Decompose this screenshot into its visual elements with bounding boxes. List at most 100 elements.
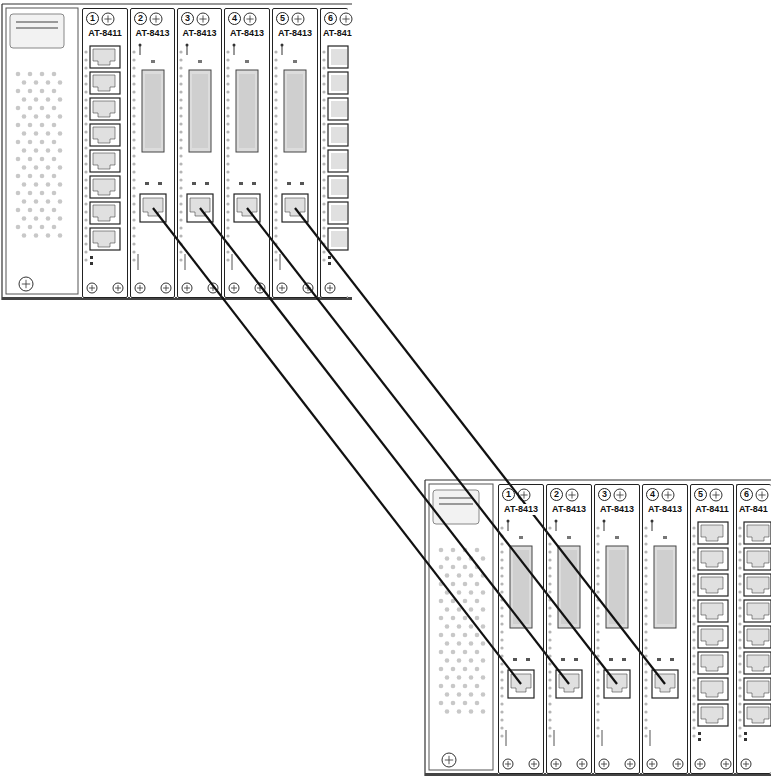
rail-dot bbox=[84, 210, 87, 213]
rail-dot bbox=[692, 550, 695, 553]
rail-dot bbox=[226, 90, 229, 93]
rail-dot bbox=[132, 210, 135, 213]
rail-dot bbox=[644, 662, 647, 665]
vent-hole bbox=[451, 650, 456, 655]
vent-hole bbox=[475, 701, 480, 706]
rail-dot bbox=[84, 186, 87, 189]
screw-slot bbox=[330, 285, 331, 291]
rail-dot bbox=[132, 178, 135, 181]
rail-dot bbox=[274, 146, 277, 149]
vent-hole bbox=[445, 658, 450, 663]
rail-dot bbox=[692, 694, 695, 697]
pwr-led bbox=[651, 520, 654, 523]
rail-dot bbox=[738, 542, 741, 545]
vent-hole bbox=[22, 148, 27, 153]
screw bbox=[662, 489, 674, 501]
module-card: 5AT-8413 bbox=[272, 8, 318, 298]
vent-hole bbox=[469, 590, 474, 595]
rail-dot bbox=[548, 574, 551, 577]
rail-dot bbox=[500, 678, 503, 681]
rail-dot bbox=[132, 138, 135, 141]
rail-dot bbox=[548, 526, 551, 529]
rail-dot bbox=[500, 646, 503, 649]
vent-hole bbox=[439, 701, 444, 706]
module-model: AT-841 bbox=[738, 504, 769, 515]
rail-dot bbox=[132, 90, 135, 93]
legend-led bbox=[698, 732, 701, 735]
module-model: AT-8411 bbox=[694, 504, 729, 515]
screw-slot bbox=[108, 15, 109, 22]
rail-dot bbox=[692, 646, 695, 649]
screw bbox=[102, 13, 114, 25]
vent-hole bbox=[481, 607, 486, 612]
rail-dot bbox=[132, 122, 135, 125]
module-card: 4AT-8413 bbox=[642, 484, 688, 774]
rail-dot bbox=[226, 82, 229, 85]
vent-hole bbox=[439, 667, 444, 672]
rail-dot bbox=[322, 138, 325, 141]
vent-hole bbox=[40, 106, 45, 111]
rail-dot bbox=[274, 122, 277, 125]
rail-dot bbox=[500, 694, 503, 697]
rj45-port bbox=[698, 626, 728, 648]
screw-slot bbox=[534, 761, 535, 767]
rail-dot bbox=[596, 678, 599, 681]
rail-dot bbox=[738, 654, 741, 657]
rail-dot bbox=[644, 734, 647, 737]
rail-dot bbox=[596, 734, 599, 737]
rj45-socket bbox=[285, 198, 305, 216]
vent-hole bbox=[34, 131, 39, 136]
vent-hole bbox=[481, 658, 486, 663]
rail-dot bbox=[596, 558, 599, 561]
rail-dot bbox=[738, 662, 741, 665]
rail-dot bbox=[84, 242, 87, 245]
slot-number: 5 bbox=[694, 488, 707, 501]
module-model: AT-8413 bbox=[277, 28, 313, 39]
rj45-socket bbox=[331, 101, 347, 117]
rail-dot bbox=[179, 226, 182, 229]
rail-dot bbox=[500, 702, 503, 705]
screw-slot bbox=[716, 491, 717, 498]
rj45-socket bbox=[331, 49, 347, 65]
rail-dot bbox=[644, 614, 647, 617]
sfp-cage bbox=[606, 546, 628, 628]
rail-dot bbox=[179, 138, 182, 141]
screw-slot bbox=[762, 491, 763, 498]
rail-dot bbox=[500, 542, 503, 545]
screw-slot bbox=[250, 15, 251, 22]
faceplate-ground bbox=[642, 484, 688, 774]
rail-dot bbox=[548, 686, 551, 689]
chassis-edge bbox=[424, 480, 425, 776]
vent-hole bbox=[58, 165, 63, 170]
status-led bbox=[145, 182, 149, 185]
rail-dot bbox=[548, 638, 551, 641]
screw-head bbox=[229, 283, 239, 293]
rail-dot bbox=[84, 82, 87, 85]
vent-hole bbox=[463, 701, 468, 706]
screw-slot bbox=[668, 491, 669, 498]
rail-dot bbox=[738, 678, 741, 681]
rj45-port bbox=[698, 548, 728, 570]
vent-hole bbox=[463, 650, 468, 655]
status-led bbox=[205, 182, 209, 185]
rail-dot bbox=[548, 582, 551, 585]
sfp-cage bbox=[189, 70, 211, 152]
rail-dot bbox=[500, 710, 503, 713]
rail-dot bbox=[274, 98, 277, 101]
rj45-socket bbox=[747, 681, 769, 697]
vent-hole bbox=[22, 97, 27, 102]
rj45-port bbox=[90, 228, 120, 250]
vent-hole bbox=[445, 607, 450, 612]
vent-hole bbox=[481, 692, 486, 697]
rail-dot bbox=[274, 258, 277, 261]
vent-hole bbox=[469, 607, 474, 612]
rail-dot bbox=[548, 734, 551, 737]
rail-dot bbox=[548, 566, 551, 569]
rail-dot bbox=[132, 50, 135, 53]
rail-dot bbox=[274, 218, 277, 221]
rail-dot bbox=[132, 146, 135, 149]
screw-head bbox=[518, 489, 530, 501]
vent-hole bbox=[40, 89, 45, 94]
screw-head bbox=[577, 759, 587, 769]
rail-dot bbox=[226, 178, 229, 181]
